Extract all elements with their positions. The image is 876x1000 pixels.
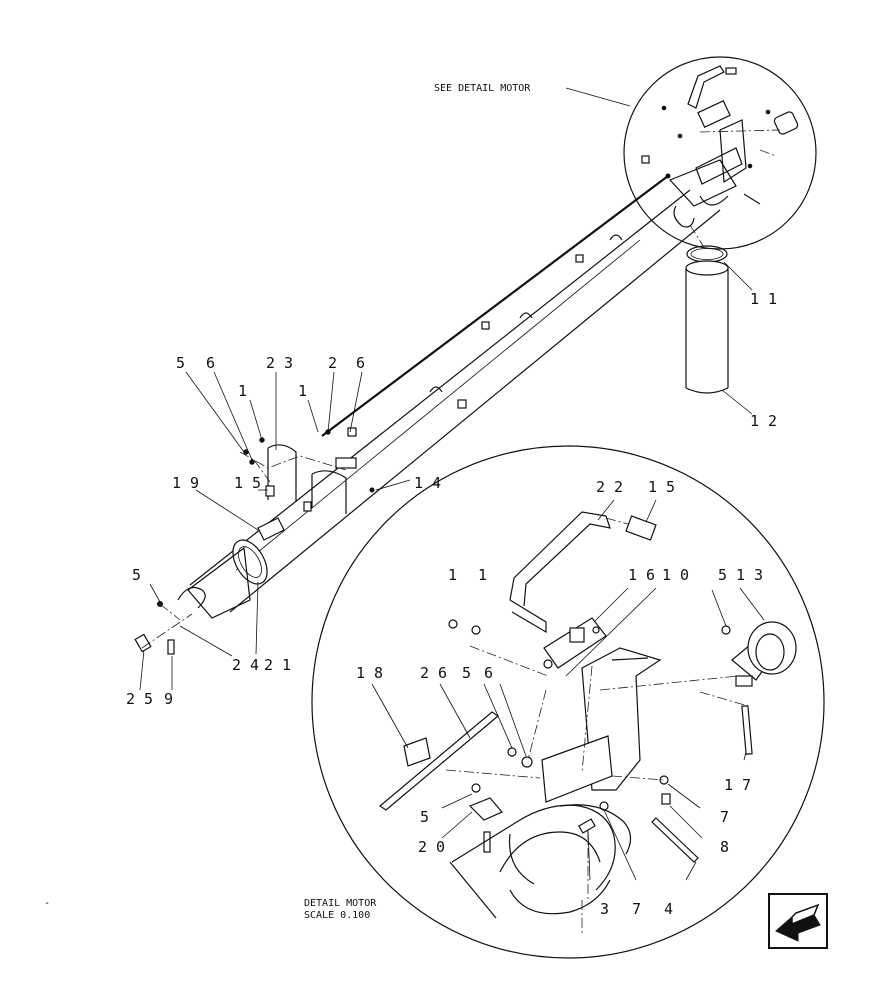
callout-14: 1 4 [414,474,441,492]
callout-1b: 1 [298,382,307,400]
detail-callout-18: 1 8 [356,664,383,682]
callout-12: 1 2 [750,412,777,430]
detail-callout-20: 2 0 [418,838,445,856]
callout-24: 2 4 [232,656,259,674]
callout-5: 5 [176,354,185,372]
callout-11: 1 1 [750,290,777,308]
callout-15: 1 5 [234,474,261,492]
detail-callout-6: 6 [484,664,493,682]
detail-callout-15: 1 5 [648,478,675,496]
detail-callout-10: 1 0 [662,566,689,584]
callout-1a: 1 [238,382,247,400]
detail-callout-1b: 1 [478,566,487,584]
main-callouts: 5 6 2 3 2 6 1 1 1 9 1 5 1 4 1 1 1 2 5 2 … [126,290,777,708]
main-leaders [139,371,411,691]
detail-callout-5a: 5 [718,566,727,584]
detail-callout-4: 4 [664,900,673,918]
auger-tube [134,159,737,655]
callout-6: 6 [206,354,215,372]
detail-motor-circle [311,445,825,959]
detail-callout-16: 1 6 [628,566,655,584]
detail-callout-5c: 5 [420,808,429,826]
detail-callout-17: 1 7 [724,776,751,794]
callout-25: 2 5 [126,690,153,708]
see-detail-note: SEE DETAIL MOTOR [434,83,531,94]
detail-callout-7b: 7 [632,900,641,918]
callout-21: 2 1 [264,656,291,674]
detail-callout-22: 2 2 [596,478,623,496]
corner-mark: - [44,898,50,909]
detail-callout-26: 2 6 [420,664,447,682]
callout-5b: 5 [132,566,141,584]
detail-callout-1a: 1 [448,566,457,584]
detail-callout-13: 1 3 [736,566,763,584]
detail-motor-reference-circle [565,56,817,250]
detail-scale: SCALE 0.100 [304,910,370,921]
arrow-back-icon [775,903,821,942]
back-arrow-button[interactable] [768,893,828,949]
discharge-pipe [685,245,753,415]
detail-callout-5b: 5 [462,664,471,682]
callout-9: 9 [164,690,173,708]
callout-23: 2 3 [266,354,293,372]
detail-callout-8: 8 [720,838,729,856]
detail-callout-3: 3 [600,900,609,918]
callout-6b: 6 [356,354,365,372]
callout-19: 1 9 [172,474,199,492]
detail-callouts: 2 2 1 5 1 1 1 6 1 0 5 1 3 1 8 2 6 5 6 1 … [356,478,763,918]
detail-title: DETAIL MOTOR [304,898,377,909]
callout-2: 2 [328,354,337,372]
detail-callout-7a: 7 [720,808,729,826]
